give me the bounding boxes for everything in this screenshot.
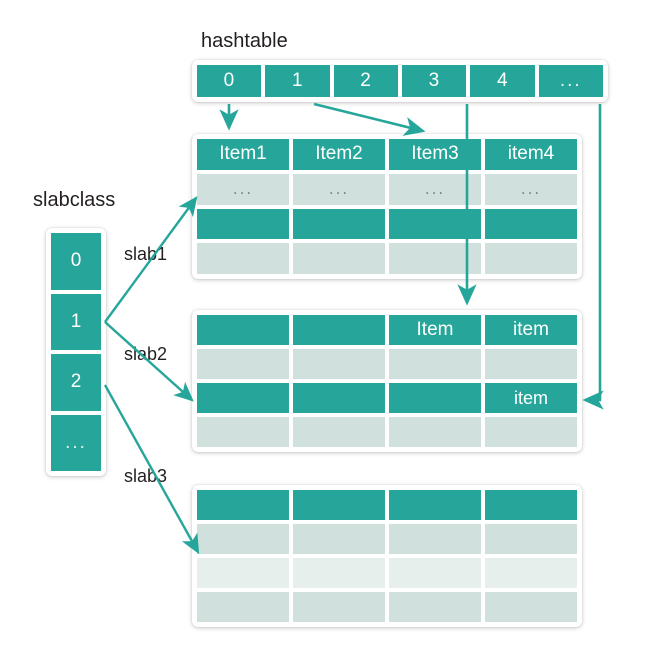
slab1-cell-r3-c0[interactable] bbox=[197, 243, 289, 274]
slab1-cell-r3-c2[interactable] bbox=[389, 243, 481, 274]
slab2-cell-r1-c0[interactable] bbox=[197, 349, 289, 379]
slab1-cell-r0-c0[interactable]: Item1 bbox=[197, 139, 289, 170]
slab1-cell-r2-c2[interactable] bbox=[389, 208, 481, 240]
arrow-hash1-to-item3 bbox=[313, 102, 426, 136]
slab3-cell-r3-c2[interactable] bbox=[389, 592, 481, 622]
slab3-cell-r0-c2[interactable] bbox=[389, 490, 481, 520]
slab2-cell-r2-c0[interactable] bbox=[197, 383, 289, 413]
slab3-cell-r1-c3[interactable] bbox=[485, 524, 577, 554]
slab3-cell-r2-c2[interactable] bbox=[389, 558, 481, 588]
arrow-hashdots-to-item bbox=[582, 104, 604, 410]
slabclass-cell-0[interactable]: 0 bbox=[51, 233, 101, 290]
slab1-cell-r0-c1[interactable]: Item2 bbox=[293, 139, 385, 170]
slab1-cell-r0-c2[interactable]: Item3 bbox=[389, 139, 481, 170]
slab1-cell-r1-c3[interactable]: ... bbox=[485, 173, 577, 205]
slab2-cell-r2-c2[interactable] bbox=[389, 383, 481, 413]
slab1-cell-r1-c1[interactable]: ... bbox=[293, 173, 385, 205]
slab2-cell-r1-c2[interactable] bbox=[389, 349, 481, 379]
slab2-cell-r0-c1[interactable] bbox=[293, 315, 385, 345]
slab2-label: slab2 bbox=[124, 344, 168, 364]
slab1-cell-r2-c0[interactable] bbox=[197, 208, 289, 240]
slab2-cell-r0-c2[interactable]: Item bbox=[389, 315, 481, 345]
slab3-cell-r0-c3[interactable] bbox=[485, 490, 577, 520]
table-row bbox=[197, 524, 577, 554]
slabclass-cell-1[interactable]: 1 bbox=[51, 293, 101, 350]
slab1-cell-r0-c3[interactable]: item4 bbox=[485, 139, 577, 170]
slab3-cell-r3-c3[interactable] bbox=[485, 592, 577, 622]
slab3-cell-r0-c1[interactable] bbox=[293, 490, 385, 520]
slab1-label: slab1 bbox=[124, 244, 168, 264]
slab2-cell-r2-c3[interactable]: item bbox=[485, 383, 577, 413]
hashtable-cell-5[interactable]: ... bbox=[538, 65, 603, 97]
slab3-cell-r0-c0[interactable] bbox=[197, 490, 289, 520]
slab2-cell-r0-c0[interactable] bbox=[197, 315, 289, 345]
slab1-cell-r3-c3[interactable] bbox=[485, 243, 577, 274]
hashtable-cell-1[interactable]: 1 bbox=[265, 65, 330, 97]
table-row bbox=[197, 208, 577, 240]
table-row: item bbox=[197, 383, 577, 413]
slab1-cell-r3-c1[interactable] bbox=[293, 243, 385, 274]
slab2-cell-r0-c3[interactable]: item bbox=[485, 315, 577, 345]
slab2-cell-r2-c1[interactable] bbox=[293, 383, 385, 413]
slab1-cell-r1-c2[interactable]: ... bbox=[389, 173, 481, 205]
slab3-cell-r3-c0[interactable] bbox=[197, 592, 289, 622]
table-row bbox=[197, 417, 577, 447]
hashtable-title: hashtable bbox=[201, 30, 288, 52]
table-row bbox=[197, 592, 577, 622]
slab1-cell-r2-c1[interactable] bbox=[293, 208, 385, 240]
hashtable-cell-0[interactable]: 0 bbox=[197, 65, 262, 97]
slab3-label: slab3 bbox=[124, 466, 168, 486]
slab2-cell-r3-c1[interactable] bbox=[293, 417, 385, 447]
slab2-cell-r3-c2[interactable] bbox=[389, 417, 481, 447]
slab3-cell-r2-c3[interactable] bbox=[485, 558, 577, 588]
slab3-cell-r2-c0[interactable] bbox=[197, 558, 289, 588]
slabclass-cell-2[interactable]: 2 bbox=[51, 354, 101, 411]
slab3-cell-r1-c0[interactable] bbox=[197, 524, 289, 554]
slab3-cell-r1-c2[interactable] bbox=[389, 524, 481, 554]
slab3-cell-r2-c1[interactable] bbox=[293, 558, 385, 588]
slab3-cell-r3-c1[interactable] bbox=[293, 592, 385, 622]
table-row: ............ bbox=[197, 173, 577, 205]
table-row bbox=[197, 243, 577, 274]
slab1-cell-r1-c0[interactable]: ... bbox=[197, 173, 289, 205]
table-row bbox=[197, 558, 577, 588]
hashtable-cell-2[interactable]: 2 bbox=[333, 65, 398, 97]
slab2-cell-r3-c3[interactable] bbox=[485, 417, 577, 447]
slab2-cell-r3-c0[interactable] bbox=[197, 417, 289, 447]
slab3-cell-r1-c1[interactable] bbox=[293, 524, 385, 554]
slab2-cell-r1-c1[interactable] bbox=[293, 349, 385, 379]
slab2-cell-r1-c3[interactable] bbox=[485, 349, 577, 379]
slab-table-3 bbox=[192, 485, 582, 627]
hashtable-cell-3[interactable]: 3 bbox=[401, 65, 467, 97]
table-row bbox=[197, 490, 577, 520]
table-row bbox=[197, 349, 577, 379]
slabclass-cell-3[interactable]: ... bbox=[51, 414, 101, 471]
slab1-cell-r2-c3[interactable] bbox=[485, 208, 577, 240]
hashtable-cell-4[interactable]: 4 bbox=[470, 65, 535, 97]
slabclass-title: slabclass bbox=[33, 189, 116, 211]
